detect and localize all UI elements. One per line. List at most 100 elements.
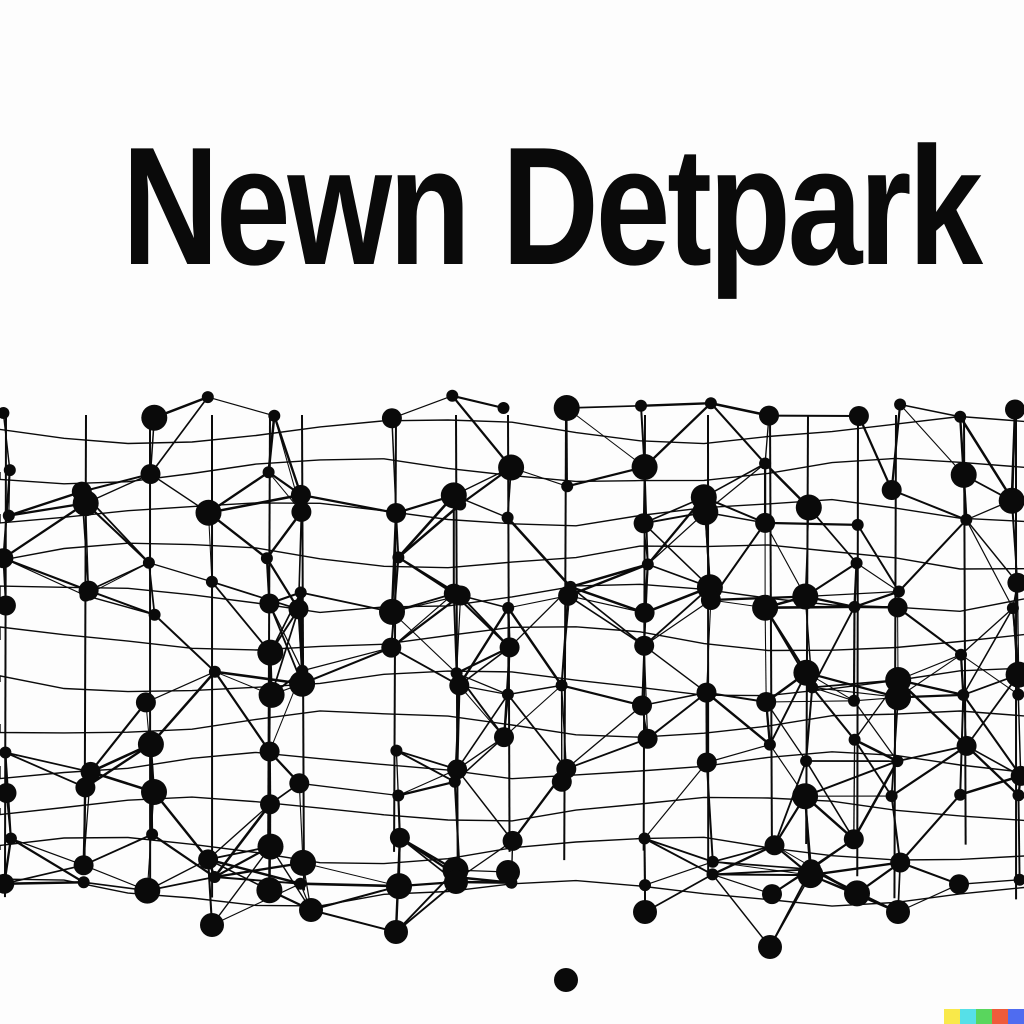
network-edge [965, 745, 1020, 797]
network-node [890, 852, 911, 873]
network-edge [898, 519, 968, 593]
network-node [633, 513, 654, 534]
network-node [631, 454, 658, 480]
network-node [289, 773, 310, 794]
network-edge [899, 403, 961, 418]
network-node [1005, 661, 1024, 688]
network-edge [300, 591, 393, 613]
network-edge [149, 670, 216, 746]
network-edge [570, 585, 646, 614]
network-node [638, 832, 651, 845]
network-edge [88, 589, 155, 616]
network-edge [566, 407, 645, 468]
network-node [257, 639, 284, 666]
network-node [554, 968, 578, 992]
network-node [291, 501, 312, 522]
network-strand [0, 457, 1024, 485]
network-edge [5, 751, 91, 773]
network-node [792, 783, 819, 810]
network-node [795, 494, 822, 521]
network-edge [712, 861, 811, 876]
network-edge [390, 594, 462, 649]
network-node [0, 873, 15, 894]
network-edge [89, 701, 147, 773]
network-edge [565, 704, 643, 770]
network-edge [395, 750, 399, 796]
network-node [195, 499, 222, 526]
color-bar-swatch [992, 1009, 1008, 1024]
network-node [0, 783, 17, 803]
network-edge [805, 590, 899, 598]
network-edge [852, 606, 856, 701]
network-edge [397, 494, 455, 559]
network-node [2, 509, 15, 522]
network-edge [310, 909, 397, 933]
network-edge [299, 782, 399, 797]
network-node [444, 870, 468, 894]
network-node [0, 595, 16, 616]
network-edge [391, 611, 457, 674]
network-node [75, 777, 96, 798]
network-node [891, 755, 904, 768]
network-node [558, 585, 579, 606]
network-edge [503, 684, 562, 738]
network-edge [853, 739, 856, 840]
network-node [632, 695, 652, 716]
network-edge [764, 607, 767, 703]
network-node [386, 873, 412, 900]
network-edge [85, 594, 155, 616]
network-node [198, 849, 219, 870]
network-column-line [3, 414, 7, 898]
network-node [390, 744, 403, 757]
network-edge [211, 846, 272, 926]
network-node [797, 862, 824, 889]
network-edge [959, 416, 1014, 501]
network-node [389, 827, 410, 848]
network-strand [0, 751, 1024, 780]
network-edge [84, 743, 152, 789]
network-node [800, 755, 813, 767]
network-strand [0, 836, 1024, 865]
network-node [260, 552, 273, 565]
network-node [80, 761, 101, 782]
network-node [73, 855, 94, 876]
network-node [886, 900, 910, 924]
network-node [0, 746, 12, 759]
network-edge [706, 744, 771, 764]
network-node [134, 877, 161, 904]
network-node [1007, 572, 1024, 593]
network-node [386, 503, 407, 523]
network-edge [452, 394, 504, 410]
network-node [998, 487, 1024, 514]
network-node [641, 558, 654, 571]
network-edge [811, 686, 856, 741]
network-edge [211, 581, 272, 654]
network-node [706, 868, 719, 881]
network-edge [806, 671, 899, 699]
network-node [137, 731, 164, 758]
network-edge [458, 685, 505, 738]
network-edge [211, 580, 299, 611]
network-edge [4, 864, 84, 885]
network-node [77, 876, 90, 889]
network-node [792, 583, 819, 610]
network-edge [854, 738, 898, 763]
network-node [502, 601, 515, 614]
network-node [752, 594, 779, 621]
network-node [259, 593, 280, 614]
network-edge [644, 837, 714, 863]
network-edge [705, 691, 771, 746]
network-node [259, 741, 280, 762]
network-edge [962, 694, 1022, 777]
network-node [551, 771, 572, 792]
network-node [497, 402, 510, 414]
network-edge [3, 557, 89, 592]
network-node [692, 499, 719, 526]
network-node [892, 585, 905, 598]
network-node [0, 548, 14, 569]
network-node [256, 877, 283, 904]
network-edge [398, 768, 458, 797]
network-node [268, 409, 281, 422]
network-edge [458, 646, 511, 687]
